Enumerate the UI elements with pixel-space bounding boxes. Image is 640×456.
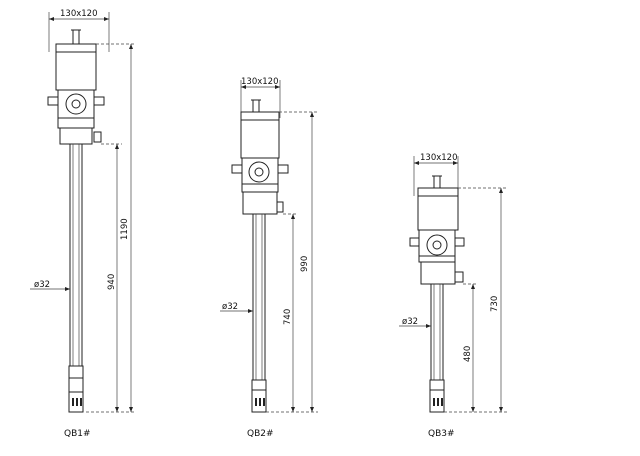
qb3-total-length-label: 730 xyxy=(490,296,500,312)
qb3-tube-length-label: 480 xyxy=(463,346,473,362)
qb1-head-size-label: 130x120 xyxy=(60,9,97,19)
qb1-model-label: QB1# xyxy=(64,429,91,439)
qb3-model-label: QB3# xyxy=(428,429,455,439)
qb3-diameter-label: ø32 xyxy=(402,317,418,327)
qb2-head-size-label: 130x120 xyxy=(241,77,278,87)
qb1-diameter-label: ø32 xyxy=(34,280,50,290)
qb2-diameter-label: ø32 xyxy=(222,302,238,312)
pump-qb1: 130x120 ø32 11 xyxy=(30,9,136,439)
pump-qb2: 130x120 ø32 990 740 QB2# xyxy=(220,77,318,439)
qb2-model-label: QB2# xyxy=(247,429,274,439)
qb3-head-size-label: 130x120 xyxy=(420,153,457,163)
pump-qb3: 130x120 ø32 730 480 QB3# xyxy=(399,153,507,439)
qb2-total-length-label: 990 xyxy=(300,256,310,272)
qb1-total-length-label: 1190 xyxy=(120,218,130,240)
qb1-tube-length-label: 940 xyxy=(107,274,117,290)
qb2-tube-length-label: 740 xyxy=(283,309,293,325)
